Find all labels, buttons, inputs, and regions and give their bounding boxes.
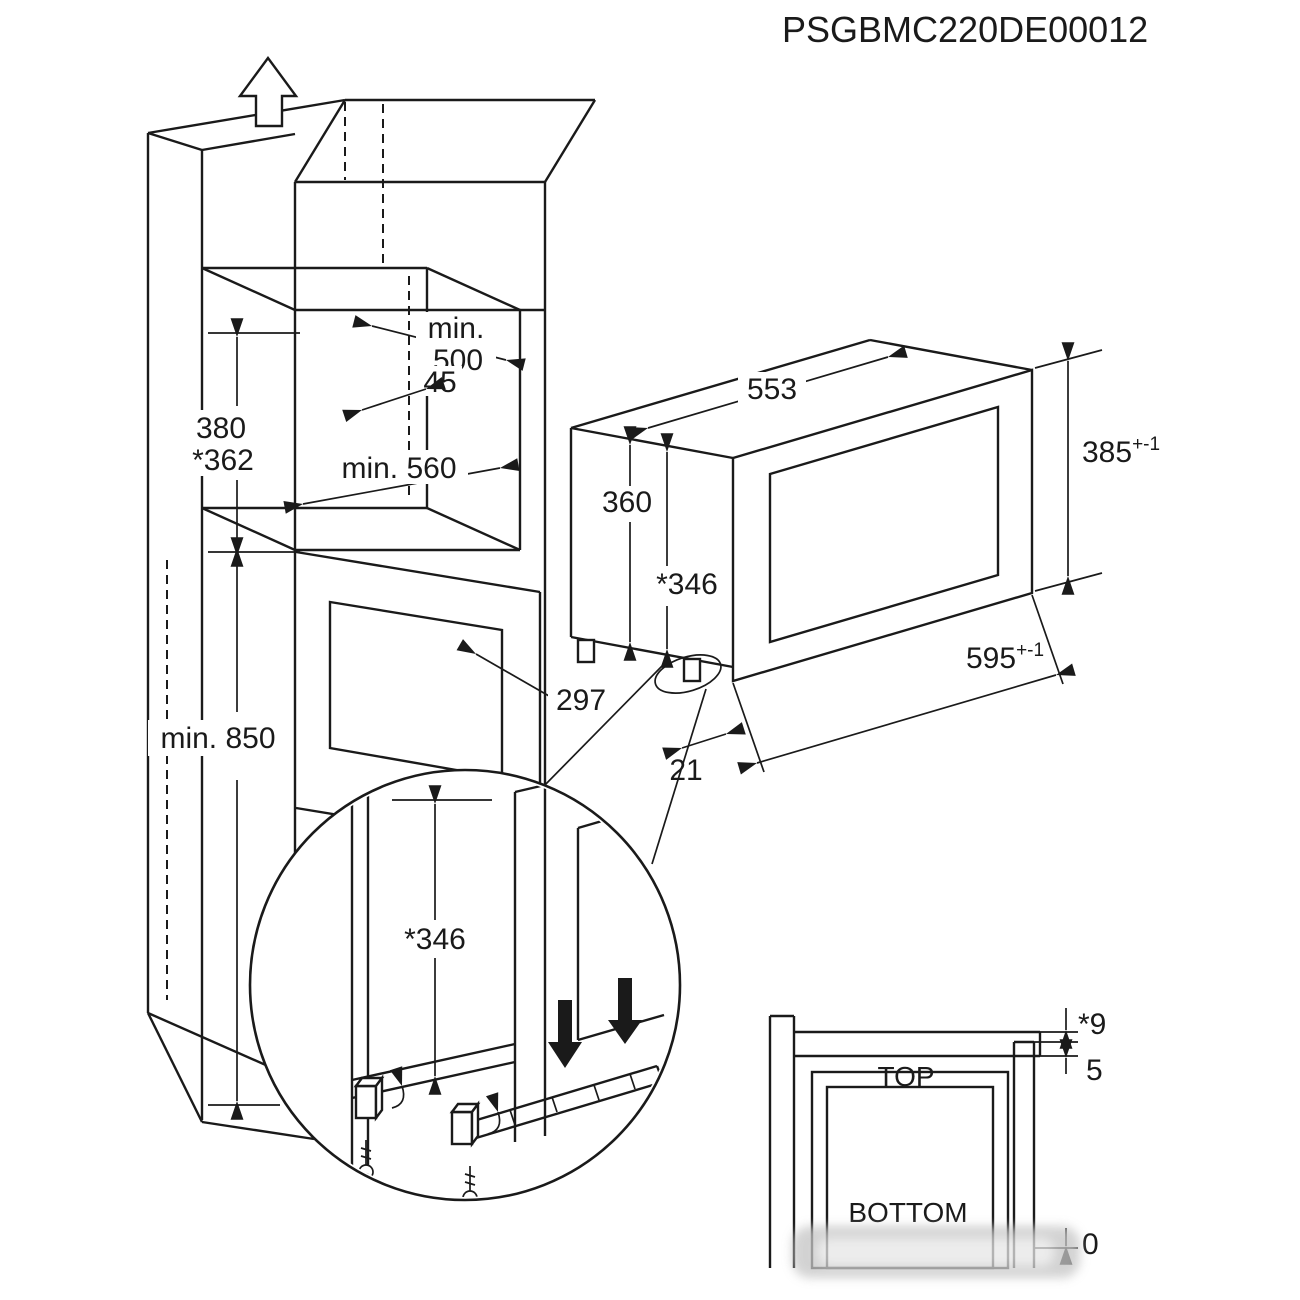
dim-body-width: 553	[747, 373, 797, 406]
dim-overhang: 21	[669, 754, 702, 787]
dim-front-gap: 5	[1086, 1054, 1103, 1087]
dim-niche-width: min. 560	[341, 452, 456, 485]
section-top-label: TOP	[877, 1061, 934, 1092]
dim-back-gap: 45	[423, 366, 456, 399]
oven-door-window	[328, 600, 504, 780]
down-arrow-icon	[608, 978, 642, 1044]
cabinet-dimensions: min. 500 45 380 *362 min. 560 min. 850 2…	[148, 312, 614, 1120]
mounting-bracket	[449, 1100, 481, 1148]
microwave-drawing	[569, 338, 1034, 683]
dim-niche-height: 380	[196, 412, 246, 445]
document-code: PSGBMC220DE00012	[782, 9, 1148, 50]
dim-front-width: 595+-1	[966, 640, 1044, 675]
dim-top-gap: *9	[1078, 1008, 1106, 1041]
dim-body-height: 360	[602, 486, 652, 519]
detail-circle: *346	[248, 768, 682, 1202]
section-bottom-label: BOTTOM	[848, 1197, 967, 1228]
mounting-bracket	[353, 1074, 385, 1122]
microwave-dimensions: 553 360 *346 385+-1 595+-1 21	[598, 342, 1160, 787]
dim-mount-height: *346	[656, 568, 718, 601]
microwave-door	[731, 368, 1034, 683]
watermark	[792, 1226, 1080, 1278]
microwave-foot	[576, 638, 596, 664]
dim-bottom-gap: 0	[1082, 1228, 1099, 1261]
rotate-arrow-icon	[485, 1092, 501, 1135]
section-detail: TOP BOTTOM *9 5 0	[768, 1008, 1106, 1278]
dim-plinth-height: min. 850	[160, 722, 275, 755]
dim-front-height: 385+-1	[1082, 434, 1160, 469]
detail-callout	[539, 654, 722, 865]
microwave-door-window	[768, 405, 1000, 644]
up-arrow-icon	[237, 55, 299, 128]
down-arrow-icon	[548, 1000, 582, 1068]
dim-oven: 297	[556, 684, 606, 717]
microwave-foot	[682, 657, 702, 683]
rotate-arrow-icon	[389, 1066, 405, 1109]
callout-ellipse	[654, 654, 722, 694]
dim-niche-depth-line1: min.	[428, 312, 485, 345]
dim-niche-height-alt: *362	[192, 444, 254, 477]
screw-icon	[462, 1166, 478, 1197]
dim-detail-mount-height: *346	[404, 923, 466, 956]
